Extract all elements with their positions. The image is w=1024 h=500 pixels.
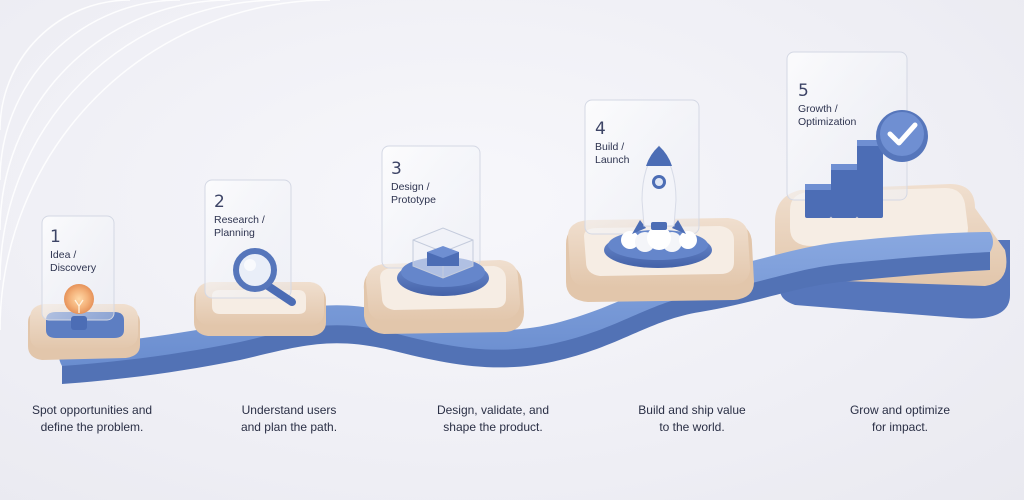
cube-icon [412, 227, 474, 279]
step-3-number: 3 [391, 159, 402, 179]
step-3-caption-line2: shape the product. [443, 420, 543, 434]
step-4-group [566, 99, 754, 302]
step-3-title-line1: Design / [391, 181, 430, 193]
step-1-caption-line2: define the problem. [40, 420, 144, 434]
step-4-number: 4 [595, 119, 606, 139]
step-4-caption: Build and ship value to the world. [602, 402, 782, 436]
step-2-title-line2: Planning [214, 227, 255, 239]
lightbulb-icon [64, 284, 94, 330]
step-1-label: 1 Idea / Discovery [50, 228, 96, 275]
step-2-caption: Understand users and plan the path. [199, 402, 379, 436]
background-arcs [0, 0, 331, 331]
step-2-title-line1: Research / [214, 214, 265, 226]
step-5-label: 5 Growth / Optimization [798, 82, 856, 129]
step-4-caption-line1: Build and ship value [638, 403, 746, 417]
step-5-caption: Grow and optimize for impact. [810, 402, 990, 436]
step-2-label: 2 Research / Planning [214, 193, 265, 240]
step-3-group [363, 145, 524, 334]
step-5-title-line2: Optimization [798, 116, 857, 128]
step-5-caption-line1: Grow and optimize [849, 403, 951, 417]
step-1-title-line1: Idea / [50, 249, 77, 261]
step-4-label: 4 Build / Launch [595, 120, 629, 167]
step-5-group [786, 51, 928, 218]
step-1-caption-line1: Spot opportunities and [31, 403, 153, 417]
roadmap-path-side [62, 250, 990, 384]
step-3-caption-line1: Design, validate, and [436, 403, 550, 417]
step-1-title-line2: Discovery [50, 262, 97, 274]
step-2-group [194, 179, 326, 336]
step-2-number: 2 [214, 192, 225, 212]
step-2-caption-line2: and plan the path. [240, 420, 338, 434]
step-4-caption-line2: to the world. [659, 420, 725, 434]
step-1-group [28, 215, 140, 360]
step-2-caption-line1: Understand users [241, 403, 337, 417]
step-1-number: 1 [50, 227, 61, 247]
step-3-label: 3 Design / Prototype [391, 160, 436, 207]
step-5-title-line1: Growth / [798, 103, 838, 115]
roadmap-path [59, 232, 993, 366]
rocket-icon [621, 145, 697, 252]
step-4-title-line2: Launch [595, 154, 630, 166]
step-3-caption: Design, validate, and shape the product. [403, 402, 583, 436]
step-5-caption-line2: for impact. [871, 420, 928, 434]
magnifier-icon [233, 248, 296, 306]
step-4-title-line1: Build / [595, 141, 625, 153]
step-5-number: 5 [798, 81, 809, 101]
chart-check-icon [805, 110, 928, 218]
step-1-caption: Spot opportunities and define the proble… [2, 402, 182, 436]
step-3-title-line2: Prototype [391, 194, 436, 206]
